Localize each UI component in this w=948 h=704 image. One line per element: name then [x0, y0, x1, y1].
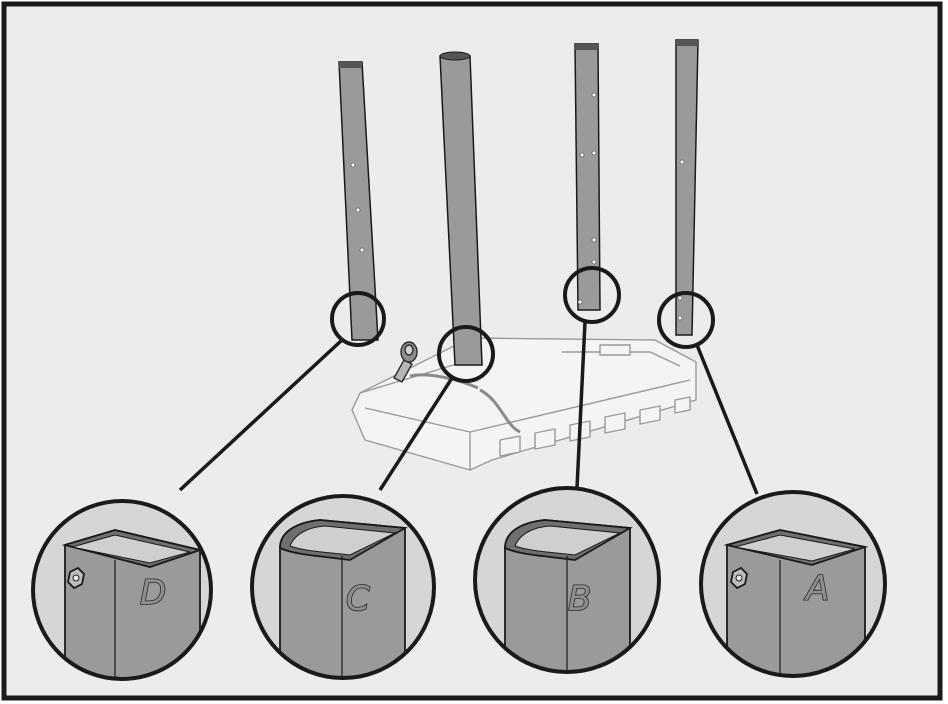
- callout-label-d: D: [140, 573, 166, 613]
- callout-bubble-b: B: [473, 486, 661, 674]
- highlight-circle-b: [563, 266, 621, 324]
- leg-b: [574, 43, 601, 311]
- grill-body: [351, 337, 697, 471]
- regulator-icon: [393, 341, 418, 383]
- callout-label-c: C: [346, 579, 370, 619]
- leg-d: [338, 61, 379, 341]
- leg-a: [675, 39, 699, 336]
- leg-c: [439, 51, 483, 366]
- callout-bubble-c: C: [250, 494, 436, 680]
- highlight-circle-c: [437, 325, 495, 383]
- callout-label-a: A: [804, 569, 829, 609]
- leader-line-c: [378, 377, 454, 491]
- leader-line-d: [178, 338, 344, 492]
- callout-label-b: B: [568, 579, 591, 619]
- leader-line-a: [695, 344, 759, 495]
- callout-bubble-d: D: [31, 499, 213, 681]
- leader-line-b: [575, 321, 587, 489]
- highlight-circle-d: [330, 291, 386, 347]
- callout-bubble-a: A: [699, 490, 887, 678]
- highlight-circle-a: [657, 291, 715, 349]
